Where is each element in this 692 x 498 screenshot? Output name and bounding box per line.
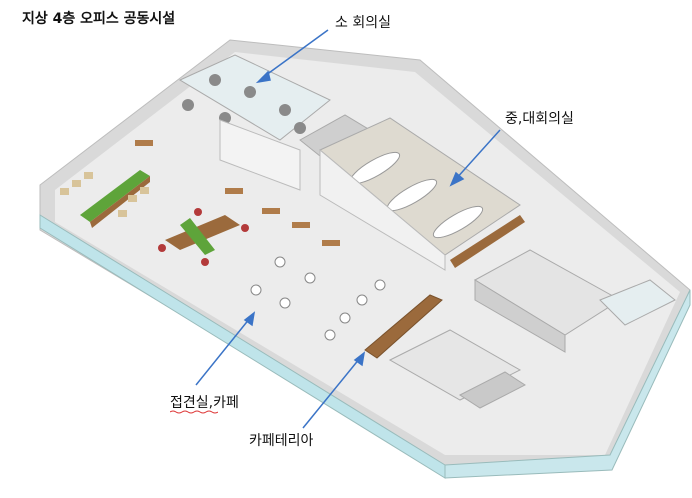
right-corner-room: [599, 279, 676, 326]
meeting-tables: [349, 151, 484, 239]
callout-arrows: [195, 29, 501, 429]
cafeteria-counter: [364, 294, 443, 359]
lounge-chairs: [60, 172, 149, 217]
core-wall-top: [219, 119, 301, 191]
lounge-wood-bench: [90, 176, 150, 228]
small-meeting-tables: [182, 74, 306, 134]
round-cafe-tables: [250, 256, 386, 341]
restroom-walls: [474, 279, 566, 353]
stair-bottom: [459, 371, 526, 409]
cafe-tables-upper: [135, 140, 340, 246]
meeting-room-wall: [319, 148, 446, 271]
diagram-title: 지상 4층 오피스 공동시설: [22, 11, 176, 27]
central-cross-table-b: [180, 218, 215, 255]
central-cross-table-a: [165, 215, 240, 250]
spellcheck-underline: [170, 410, 218, 414]
floor-surface: [55, 52, 680, 455]
red-chairs: [158, 208, 249, 266]
lounge-green-bench: [80, 170, 150, 222]
exterior-glass-wall-right: [444, 289, 691, 479]
label-mid-large-meeting-room: 중,대회의실: [505, 111, 574, 127]
label-cafeteria: 카페테리아: [249, 433, 314, 449]
label-small-meeting-room: 소 회의실: [335, 15, 391, 31]
wood-counter-meeting: [450, 215, 525, 268]
label-reception-cafe: 접견실,카페: [170, 395, 239, 411]
